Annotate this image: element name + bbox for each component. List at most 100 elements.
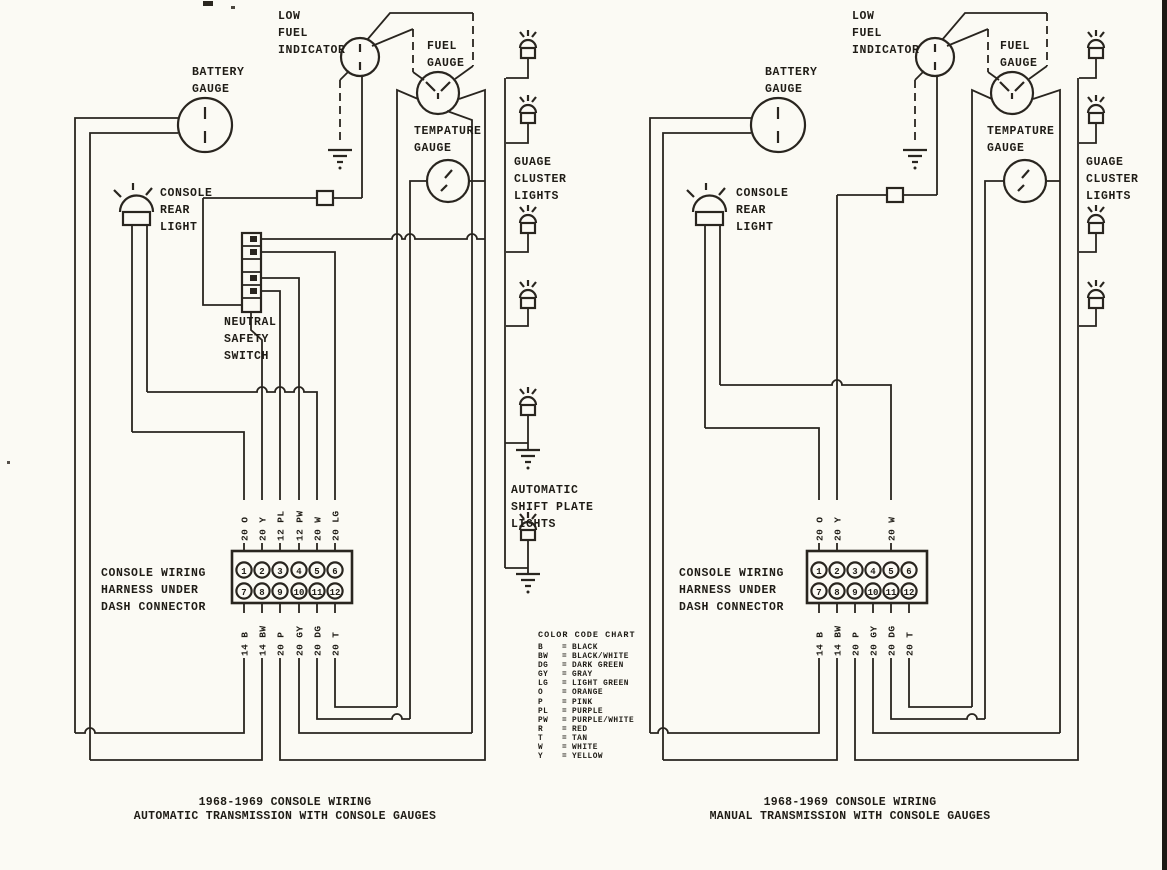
equals: = (562, 662, 567, 670)
caption-automatic: 1968-1969 CONSOLE WIRING (199, 796, 372, 809)
scan-mark-artifact (7, 461, 10, 464)
color-name: PURPLE (572, 708, 603, 716)
low-fuel-indicator-label: FUEL (852, 27, 882, 40)
wire-code-labels-left: 20 O 20 Y 12 PL 12 PW 20 W 20 LG 14 B 14… (240, 510, 342, 656)
gauge-cluster-bulb-icon (1086, 30, 1106, 310)
low-fuel-indicator-symbol (914, 36, 956, 78)
wire-code-label: 12 PL (276, 510, 287, 541)
low-fuel-indicator-label: FUEL (278, 27, 308, 40)
wire-code-label: 20 W (313, 517, 324, 541)
fuel-gauge-label: GAUGE (427, 57, 465, 70)
wire-code-label: 20 T (331, 632, 342, 656)
temperature-gauge-symbol (425, 158, 471, 204)
pin-number: 8 (834, 588, 839, 598)
gauge-cluster-bulb-icon (518, 30, 538, 310)
caption-manual: MANUAL TRANSMISSION WITH CONSOLE GAUGES (710, 810, 991, 823)
fuel-gauge-symbol (989, 70, 1035, 116)
gauge-cluster-lights-label: LIGHTS (514, 190, 559, 203)
wire-code-label: 20 Y (833, 517, 844, 541)
color-name: PURPLE/WHITE (572, 717, 634, 725)
color-name: PINK (572, 699, 593, 707)
temperature-gauge-label: TEMPATURE (987, 125, 1055, 138)
pin-number: 10 (294, 588, 305, 598)
temperature-gauge-label: TEMPATURE (414, 125, 482, 138)
shift-plate-lights-label: SHIFT PLATE (511, 501, 594, 514)
wire-code-label: 14 B (240, 632, 251, 656)
low-fuel-indicator-label: LOW (278, 10, 301, 23)
temperature-gauge-symbol (1002, 158, 1048, 204)
wire-code-label: 20 P (851, 632, 862, 656)
scan-mark-artifact (203, 1, 213, 6)
wire-code-label: 20 T (905, 632, 916, 656)
color-name: GRAY (572, 671, 593, 679)
pin-number: 2 (259, 567, 264, 577)
wire-code-labels-right: 20 O 20 Y 20 W 14 B 14 BW 20 P 20 GY 20 … (815, 517, 916, 656)
pin-number: 5 (888, 567, 893, 577)
wire-code-label: 20 O (815, 517, 826, 541)
wire-code-label: 20 Y (258, 517, 269, 541)
color-name: BLACK/WHITE (572, 653, 629, 661)
wire-code-label: 14 B (815, 632, 826, 656)
equals: = (562, 644, 567, 652)
pin-number: 6 (332, 567, 337, 577)
pin-number: 7 (816, 588, 821, 598)
pin-number: 7 (241, 588, 246, 598)
color-code: Y (538, 753, 543, 761)
fuel-gauge-symbol (415, 70, 461, 116)
equals: = (562, 744, 567, 752)
color-name: WHITE (572, 744, 598, 752)
color-name: RED (572, 726, 588, 734)
pin-number: 3 (277, 567, 282, 577)
equals: = (562, 699, 567, 707)
shift-plate-lights-label: LIGHTS (511, 518, 556, 531)
color-code: T (538, 735, 543, 743)
equals: = (562, 671, 567, 679)
fuel-gauge-label: FUEL (1000, 40, 1030, 53)
equals: = (562, 680, 567, 688)
low-fuel-indicator-label: INDICATOR (852, 44, 920, 57)
wire-code-label: 20 P (276, 632, 287, 656)
pin-number: 11 (312, 588, 323, 598)
low-fuel-indicator-label: INDICATOR (278, 44, 346, 57)
battery-gauge-label: GAUGE (765, 83, 803, 96)
automatic-diagram: BATTERY GAUGE LOW FUEL INDICATOR FUEL GA… (74, 10, 594, 823)
fuel-gauge-label: GAUGE (1000, 57, 1038, 70)
wire-code-label: 20 DG (313, 625, 324, 656)
shift-plate-bulb-icon (516, 387, 540, 594)
color-code: PW (538, 717, 548, 725)
wire-code-label: 20 GY (869, 625, 880, 656)
gauge-cluster-lights-label: GUAGE (514, 156, 552, 169)
pin-number: 10 (868, 588, 879, 598)
battery-gauge-label: BATTERY (192, 66, 245, 79)
wire-code-label: 14 BW (833, 625, 844, 656)
equals: = (562, 689, 567, 697)
console-rear-light-bulb-icon (113, 183, 155, 227)
console-rear-light-label: CONSOLE (736, 187, 789, 200)
equals: = (562, 717, 567, 725)
wire-code-label: 20 LG (331, 510, 342, 541)
color-name: LIGHT GREEN (572, 680, 629, 688)
pin-number: 12 (330, 588, 341, 598)
harness-label: CONSOLE WIRING (101, 567, 206, 580)
gauge-cluster-lights-label: CLUSTER (514, 173, 567, 186)
caption-manual: 1968-1969 CONSOLE WIRING (764, 796, 937, 809)
neutral-safety-switch-symbol (240, 231, 263, 314)
color-code: B (538, 644, 543, 652)
pin-number: 9 (277, 588, 282, 598)
pin-number: 8 (259, 588, 264, 598)
battery-gauge-label: GAUGE (192, 83, 230, 96)
scan-edge-artifact (1162, 0, 1167, 870)
pin-number: 11 (886, 588, 897, 598)
color-name: YELLOW (572, 753, 603, 761)
equals: = (562, 653, 567, 661)
console-rear-light-label: REAR (160, 204, 190, 217)
color-code: PL (538, 708, 548, 716)
color-name: BLACK (572, 644, 598, 652)
color-code: DG (538, 662, 548, 670)
console-rear-light-label: LIGHT (736, 221, 774, 234)
pin-number: 2 (834, 567, 839, 577)
harness-label: CONSOLE WIRING (679, 567, 784, 580)
color-name: DARK GREEN (572, 662, 624, 670)
color-name: TAN (572, 735, 588, 743)
